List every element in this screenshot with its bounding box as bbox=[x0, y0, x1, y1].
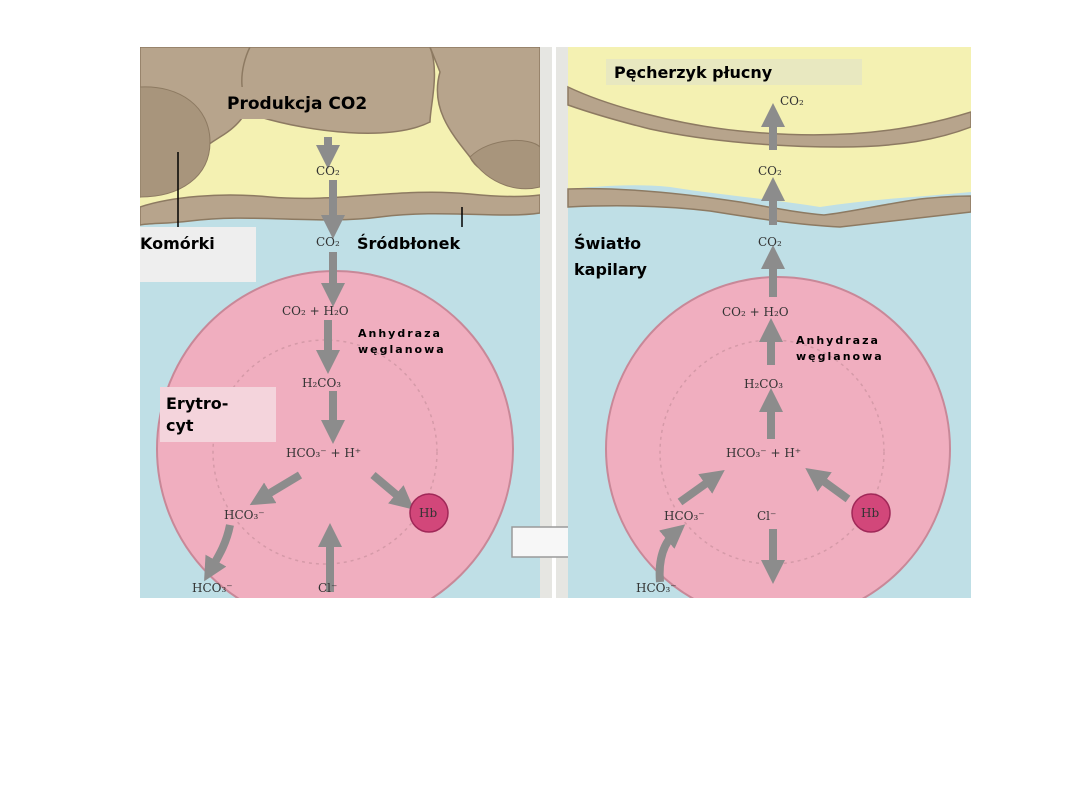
co2-transport-diagram: Produkcja CO2 CO₂ CO₂ CO₂ + H₂O H₂CO₃ HC… bbox=[140, 47, 971, 598]
co2-top: CO₂ bbox=[316, 164, 340, 178]
cell-blob bbox=[140, 86, 211, 198]
left-arrows bbox=[204, 137, 415, 592]
co2-membrane: CO₂ bbox=[316, 235, 340, 249]
co2-wall: CO₂ bbox=[758, 164, 782, 178]
hco3-outside: HCO₃⁻ bbox=[192, 581, 233, 595]
right-title-box bbox=[606, 59, 862, 85]
reaction-3: HCO₃⁻ + H⁺ bbox=[726, 446, 801, 460]
enzyme-line2: węglanowa bbox=[358, 343, 446, 356]
cells-label-box bbox=[140, 227, 256, 282]
lumen-line1: Światło bbox=[574, 234, 641, 253]
arrow-diag bbox=[805, 467, 851, 503]
reaction-2: H₂CO₃ bbox=[302, 376, 341, 390]
arrow-diag bbox=[370, 471, 415, 510]
erythrocyte-label-box bbox=[160, 387, 276, 442]
right-arrows bbox=[655, 103, 851, 584]
erythrocyte-line1: Erytro- bbox=[166, 394, 228, 413]
cl-inside: Cl⁻ bbox=[757, 509, 776, 523]
reaction-3: HCO₃⁻ + H⁺ bbox=[286, 446, 361, 460]
hco3-inside: HCO₃⁻ bbox=[224, 508, 265, 522]
title-box bbox=[210, 87, 420, 119]
arrow-diag bbox=[677, 470, 725, 506]
arrow-curve bbox=[204, 524, 234, 582]
enzyme-label: Anhydraza węglanowa bbox=[796, 334, 884, 363]
enzyme-label: Anhydraza węglanowa bbox=[358, 327, 446, 356]
hb-left bbox=[409, 493, 449, 533]
reaction-1: CO₂ + H₂O bbox=[282, 304, 349, 318]
cl-outside: Cl⁻ bbox=[318, 581, 337, 595]
cells-label: Komórki bbox=[140, 234, 215, 253]
reaction-1: CO₂ + H₂O bbox=[722, 305, 789, 319]
hb-right bbox=[851, 493, 891, 533]
endothelium-label: Śródbłonek bbox=[357, 234, 460, 253]
left-title: Produkcja CO2 bbox=[227, 94, 367, 114]
reaction-2: H₂CO₃ bbox=[744, 377, 783, 391]
left-panel: Produkcja CO2 CO₂ CO₂ CO₂ + H₂O H₂CO₃ HC… bbox=[140, 47, 541, 598]
hco3-inside: HCO₃⁻ bbox=[664, 509, 705, 523]
co2-lumen: CO₂ bbox=[758, 235, 782, 249]
right-erythrocyte bbox=[605, 276, 951, 598]
right-title: Pęcherzyk płucny bbox=[614, 63, 773, 82]
arrow-curve bbox=[655, 524, 686, 583]
lumen-line2: kapilary bbox=[574, 260, 648, 279]
hco3-outside: HCO₃⁻ bbox=[636, 581, 677, 595]
right-wall-upper bbox=[567, 85, 971, 148]
hb-left-label: Hb bbox=[419, 506, 437, 520]
right-panel: Pęcherzyk płucny CO₂ CO₂ CO₂ CO₂ + H₂O H… bbox=[567, 47, 971, 598]
enzyme-line1: Anhydraza bbox=[796, 334, 880, 347]
co2-alveolus: CO₂ bbox=[780, 94, 804, 108]
enzyme-line1: Anhydraza bbox=[358, 327, 442, 340]
enzyme-line2: węglanowa bbox=[796, 350, 884, 363]
arrow-diag bbox=[249, 471, 303, 506]
hb-right-label: Hb bbox=[861, 506, 879, 520]
erythrocyte-line2: cyt bbox=[166, 416, 194, 435]
